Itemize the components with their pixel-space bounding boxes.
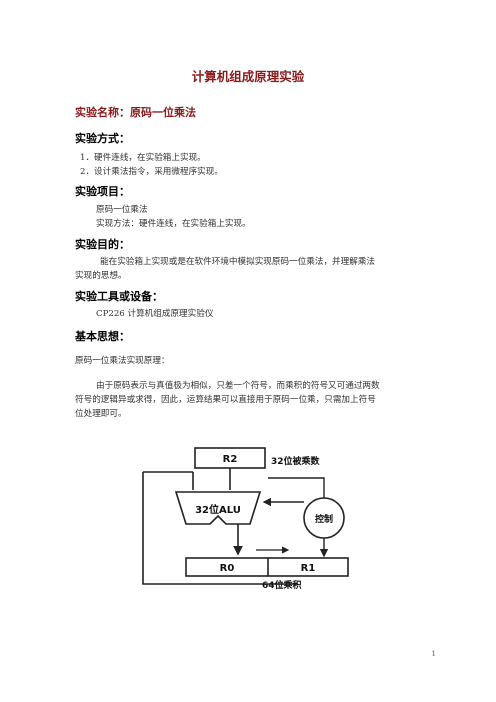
- idea-para-line-2: 符号的逻辑异或求得，因此，运算结果可以直接用于原码一位乘，只需加上符号: [75, 395, 376, 405]
- feedback-line: [142, 472, 298, 585]
- purpose-line-1: 能在实验箱上实现或是在软件环境中模拟实现原码一位乘法，并理解乘法: [100, 257, 376, 267]
- product-register: [185, 557, 349, 577]
- idea-para-line-3: 位处理即可。: [75, 409, 127, 419]
- project-heading: 实验项目：: [75, 185, 130, 198]
- method-heading: 实验方式：: [75, 132, 130, 145]
- page-title: 计算机组成原理实验: [191, 69, 305, 84]
- purpose-line-2: 实现的思想。: [75, 271, 127, 281]
- control-label: 控制: [315, 513, 333, 525]
- project-line-1: 原码一位乘法: [96, 205, 148, 215]
- experiment-name: 实验名称：原码一位乘法: [75, 106, 196, 119]
- project-line-2: 实现方法：硬件连线，在实验箱上实现。: [96, 219, 251, 229]
- alu-shape: [174, 491, 262, 525]
- multiplier-diagram: R2 32位被乘数 32位ALU 控制 R0 R1 64位乘积: [142, 447, 349, 590]
- idea-intro: 原码一位乘法实现原理：: [75, 356, 170, 366]
- purpose-heading: 实验目的：: [75, 238, 130, 251]
- multiplicand-label: 32位被乘数: [271, 455, 321, 467]
- r1-label: R1: [301, 563, 316, 574]
- r2-label: R2: [223, 454, 238, 465]
- method-item-2: 2．设计乘法指令，采用微程序实现。: [80, 167, 223, 177]
- r0-label: R0: [220, 563, 235, 574]
- method-item-1: 1．硬件连线，在实验箱上实现。: [80, 153, 206, 163]
- idea-para-line-1: 由于原码表示与真值极为相似，只差一个符号，而乘积的符号又可通过两数: [96, 381, 380, 391]
- tools-line: CP226 计算机组成原理实验仪: [96, 309, 214, 319]
- product-label: 64位乘积: [262, 579, 302, 590]
- page-number: 1: [431, 650, 436, 658]
- idea-heading: 基本思想：: [75, 330, 130, 343]
- tools-heading: 实验工具或设备：: [75, 290, 163, 303]
- alu-label: 32位ALU: [195, 503, 241, 516]
